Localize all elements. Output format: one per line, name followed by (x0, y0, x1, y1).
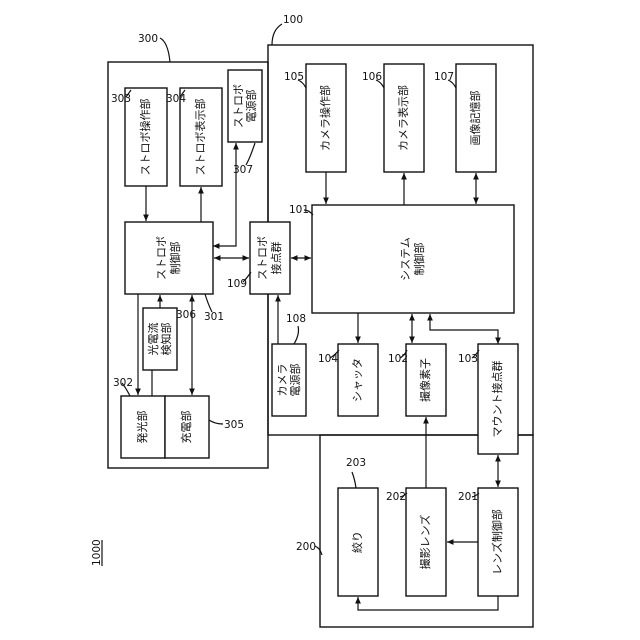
charger-block: 充電部 (165, 396, 209, 458)
image-sensor-ref: 102 (388, 353, 408, 365)
strobe-controller-block: ストロボ 制御部 (125, 222, 213, 294)
svg-text:電源部: 電源部 (244, 90, 258, 123)
system-ref: 1000 (91, 539, 103, 566)
svg-text:制御部: 制御部 (412, 243, 426, 276)
svg-text:ストロボ操作部: ストロボ操作部 (138, 99, 152, 176)
image-storage-block: 画像記憶部 (456, 64, 496, 172)
svg-text:検知部: 検知部 (159, 323, 173, 356)
svg-text:ストロボ: ストロボ (256, 236, 269, 280)
lens-controller-ref: 201 (458, 491, 478, 503)
charger-ref: 305 (224, 419, 244, 431)
strobe-contacts-block: ストロボ 接点群 (250, 222, 290, 294)
svg-text:画像記憶部: 画像記憶部 (468, 91, 482, 146)
strobe-operation-block: ストロボ操作部 (125, 88, 167, 186)
lens-block: 撮影レンズ (406, 488, 446, 596)
mount-contacts-block: マウント接点群 (478, 344, 518, 454)
strobe-controller-leader (205, 294, 212, 312)
strobe-contacts-ref: 109 (227, 278, 247, 290)
aperture-leader (352, 472, 356, 488)
strobe-power-leader (246, 143, 255, 165)
photo-detector-block: 光電流 検知部 (143, 308, 177, 370)
svg-text:充電部: 充電部 (179, 411, 193, 444)
svg-text:絞り: 絞り (350, 531, 364, 553)
svg-text:撮像素子: 撮像素子 (418, 358, 432, 402)
svg-text:マウント接点群: マウント接点群 (490, 361, 504, 438)
camera-power-block: カメラ 電源部 (272, 344, 306, 416)
svg-text:制御部: 制御部 (168, 242, 182, 275)
strobe-display-ref: 304 (166, 93, 186, 105)
strobe-power-block: ストロボ 電源部 (228, 70, 262, 142)
lens-controller-block: レンズ制御部 (478, 488, 518, 596)
shutter-block: シャッタ (338, 344, 378, 416)
camera-display-block: カメラ表示部 (384, 64, 424, 172)
svg-text:ストロボ: ストロボ (155, 236, 168, 280)
svg-text:レンズ制御部: レンズ制御部 (490, 509, 504, 575)
svg-text:カメラ: カメラ (276, 364, 289, 397)
svg-text:カメラ操作部: カメラ操作部 (318, 85, 332, 151)
aperture-block: 絞り (338, 488, 378, 596)
camera-body-leader (272, 24, 282, 45)
svg-text:システム: システム (399, 237, 412, 281)
strobe-controller-ref: 301 (204, 311, 224, 323)
svg-text:シャッタ: シャッタ (351, 358, 364, 402)
svg-text:光電流: 光電流 (146, 323, 160, 356)
lens-unit-leader (315, 546, 322, 555)
arrow-mount-system-ctrl (430, 314, 498, 344)
camera-power-leader (294, 326, 299, 344)
charger-leader (209, 420, 223, 424)
arrow-lens-ctrl-to-aperture (358, 596, 498, 610)
strobe-unit-leader (160, 38, 170, 62)
system-controller-block: システム 制御部 (312, 205, 514, 313)
strobe-unit-ref: 300 (138, 33, 158, 45)
svg-text:電源部: 電源部 (288, 364, 302, 397)
lens-ref: 202 (386, 491, 406, 503)
emitter-ref: 302 (113, 377, 133, 389)
svg-text:カメラ表示部: カメラ表示部 (396, 85, 410, 151)
lens-unit-ref: 200 (296, 541, 316, 553)
svg-text:接点群: 接点群 (269, 242, 283, 275)
svg-text:ストロボ表示部: ストロボ表示部 (193, 99, 207, 176)
svg-text:撮影レンズ: 撮影レンズ (418, 515, 432, 570)
camera-operation-block: カメラ操作部 (306, 64, 346, 172)
svg-text:発光部: 発光部 (135, 411, 149, 444)
svg-text:ストロボ: ストロボ (232, 84, 245, 128)
image-sensor-block: 撮像素子 (406, 344, 446, 416)
strobe-display-block: ストロボ表示部 (180, 88, 222, 186)
camera-body-ref: 100 (283, 14, 303, 26)
emitter-block: 発光部 (121, 396, 165, 458)
photo-detector-ref: 306 (176, 309, 196, 321)
aperture-ref: 203 (346, 457, 366, 469)
camera-power-ref: 108 (286, 313, 306, 325)
